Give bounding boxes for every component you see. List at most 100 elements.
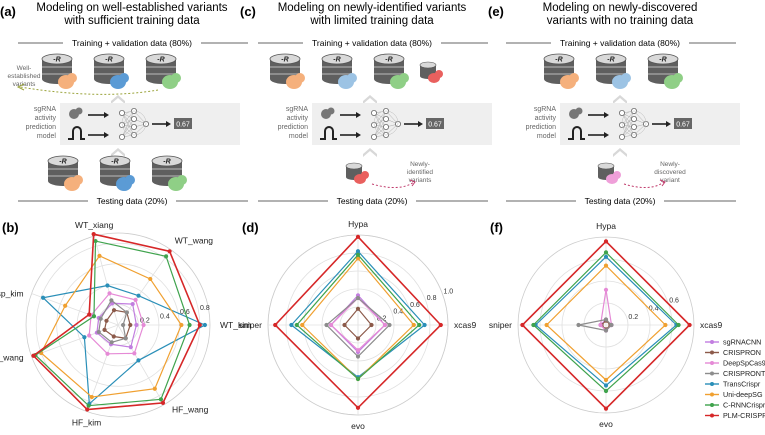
series-line-transcrispr	[41, 284, 207, 406]
arrowhead-icon	[409, 179, 416, 187]
data-point-crispront	[603, 328, 609, 333]
data-point-c-rnncrispr	[417, 322, 422, 328]
network-edge	[621, 118, 635, 138]
model-box	[312, 103, 492, 145]
data-point-crispront	[576, 322, 581, 328]
panel-title: with sufficient training data	[63, 15, 200, 27]
data-point-c-rnncrispr	[603, 388, 609, 394]
data-point-c-rnncrispr	[93, 238, 98, 244]
data-point-plm-crispr	[687, 322, 692, 328]
series-line-plm-crispr	[32, 233, 201, 411]
output-value-box	[674, 118, 692, 129]
data-point-transcrispr	[105, 283, 110, 288]
variant-note: Well-	[17, 65, 32, 72]
data-point-c-rnncrispr	[294, 322, 299, 328]
panel-title: Modeling on well-established variants	[36, 2, 227, 14]
legend-marker	[710, 382, 714, 386]
data-point-crispron	[369, 322, 374, 328]
database-band	[42, 73, 72, 75]
data-point-transcrispr	[82, 335, 87, 340]
data-point-plm-crispr	[167, 249, 172, 254]
data-point-uni-deepsg	[63, 303, 68, 308]
data-point-sgrnacnn	[134, 322, 139, 328]
network-outline	[621, 110, 647, 136]
network-node	[619, 110, 626, 117]
network-node	[370, 110, 377, 117]
variant-cell-icon	[621, 73, 631, 83]
data-point-sgrnacnn	[128, 345, 133, 350]
radar-axis-label: xcas9	[700, 320, 722, 330]
data-point-uni-deepsg	[603, 377, 609, 383]
legend-marker	[710, 392, 714, 397]
variant-cell-icon	[73, 175, 83, 185]
arrowhead-icon	[104, 112, 109, 118]
data-point-c-rnncrispr	[531, 322, 536, 328]
hairpin-icon	[320, 126, 337, 140]
radar-tick-label: 0.8	[427, 295, 437, 302]
panel-label: (e)	[488, 4, 504, 19]
database-top	[151, 155, 183, 167]
network-node	[619, 133, 626, 140]
variant-note: Newly-	[660, 161, 680, 168]
train-label: Training + validation data (80%)	[312, 38, 432, 48]
variant-note: discovered	[654, 169, 686, 176]
variant-cell-icon	[119, 73, 129, 83]
arrowhead-icon	[666, 121, 671, 127]
data-point-plm-crispr	[273, 322, 278, 328]
arrowhead-icon	[604, 112, 609, 118]
molecule-icon	[575, 107, 583, 115]
database-band	[152, 175, 182, 177]
model-label: model	[37, 133, 57, 140]
series-line-sgrnacnn	[96, 302, 138, 348]
database-top	[647, 53, 679, 65]
arrowhead-icon	[16, 83, 25, 91]
network-node	[130, 124, 137, 131]
data-point-uni-deepsg	[148, 276, 153, 282]
data-point-crispron	[128, 322, 133, 328]
data-point-transcrispr	[40, 295, 46, 300]
output-value: 0.67	[176, 122, 190, 129]
data-point-uni-deepsg	[97, 253, 102, 258]
variant-cell-icon	[347, 73, 357, 83]
up-chevron-icon	[363, 95, 377, 104]
data-point-plm-crispr	[87, 312, 92, 317]
variant-note: variants	[409, 177, 433, 184]
database-band	[544, 73, 574, 75]
model-box	[60, 103, 240, 145]
series-line-uni-deepsg	[40, 255, 183, 398]
data-point-plm-crispr	[355, 234, 361, 239]
data-point-c-rnncrispr	[91, 314, 97, 319]
variant-cell-icon	[569, 73, 579, 83]
panel-label: (a)	[0, 4, 16, 19]
legend: sgRNACNNCRISPRONDeepSpCas9CRISPRONTTrans…	[705, 338, 765, 420]
legend-marker	[710, 340, 714, 344]
series-line-c-rnncrispr	[34, 240, 191, 407]
data-point-plm-crispr	[85, 407, 90, 412]
radar-chart-b: (b)0.20.40.60.8WT_kimWT_wangWT_xiangesp_…	[0, 220, 251, 427]
arrowhead-icon	[659, 179, 666, 187]
radar-axis-label: WT_wang	[175, 236, 214, 246]
molecule-icon	[75, 107, 83, 115]
network-edge	[373, 110, 387, 138]
up-chevron-icon	[613, 148, 627, 157]
radar-tick-label: 0.4	[393, 309, 403, 316]
legend-label: TransCrispr	[723, 380, 761, 389]
data-point-deepspcas9	[382, 322, 388, 328]
radar-tick-label: 0.2	[628, 314, 638, 321]
legend-label: DeepSpCas9	[723, 359, 765, 368]
test-label: Testing data (20%)	[97, 196, 168, 206]
data-point-uni-deepsg	[355, 256, 361, 261]
data-point-crispron	[111, 334, 116, 339]
series-line-crispront	[98, 299, 128, 343]
data-point-plm-crispr	[31, 353, 36, 358]
panel-title: with limited training data	[309, 15, 434, 27]
data-point-plm-crispr	[91, 232, 96, 237]
legend-label: C-RNNCrispr	[723, 401, 765, 410]
network-edge	[121, 110, 135, 138]
molecule-icon	[327, 107, 335, 115]
arrowhead-icon	[356, 132, 361, 138]
data-point-plm-crispr	[160, 400, 166, 406]
radar-tick-label: 0.2	[140, 318, 150, 325]
arrowhead-icon	[166, 121, 171, 127]
